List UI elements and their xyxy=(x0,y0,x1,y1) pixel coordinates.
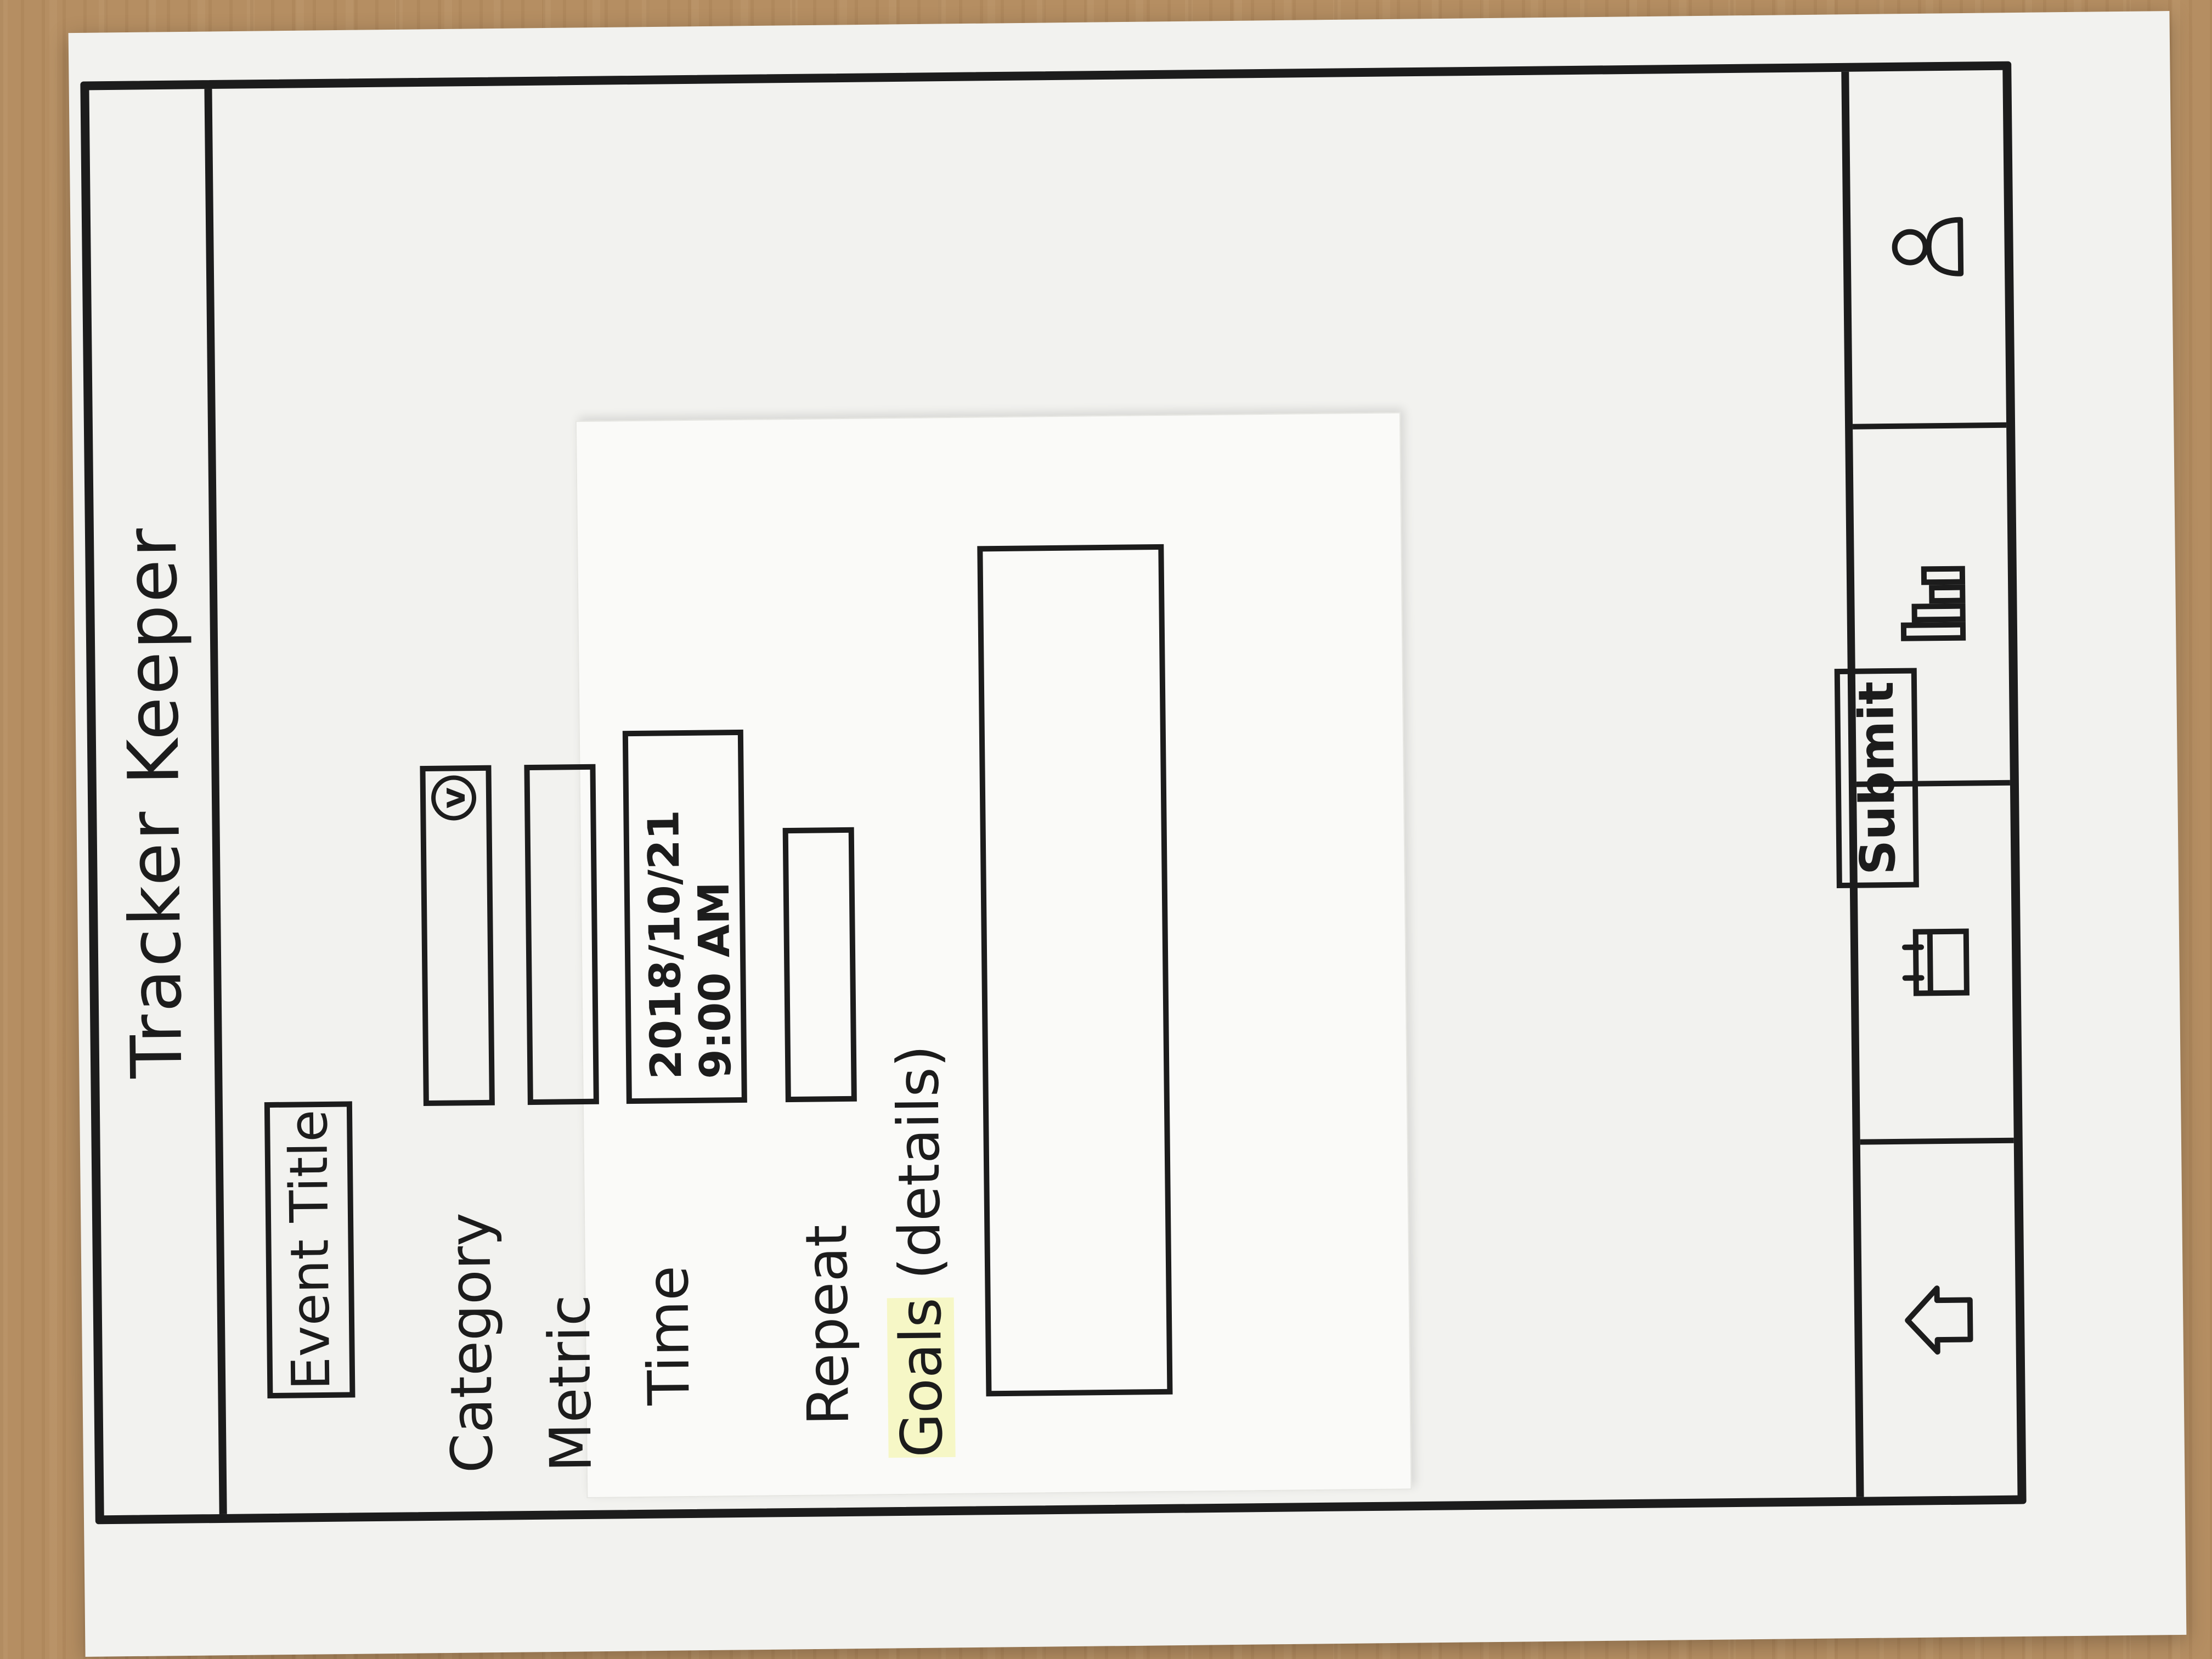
app-title: Tracker Keeper xyxy=(110,526,198,1079)
metric-input[interactable] xyxy=(524,764,599,1105)
category-label: Category xyxy=(436,1212,506,1474)
goals-details-textarea[interactable] xyxy=(977,544,1173,1397)
bottom-nav xyxy=(1841,70,2018,1497)
time-input[interactable]: 2018/10/21 9:00 AM xyxy=(622,729,747,1104)
user-icon xyxy=(1889,211,1966,283)
time-label: Time xyxy=(634,1265,703,1406)
phone-frame: Tracker Keeper Event Title Category v Me… xyxy=(80,61,2027,1525)
nav-item-stats[interactable] xyxy=(1853,427,2010,787)
app-header: Tracker Keeper xyxy=(89,88,227,1516)
time-date: 2018/10/21 xyxy=(639,809,692,1080)
bar-chart-icon xyxy=(1895,563,1968,646)
repeat-input[interactable] xyxy=(782,827,857,1103)
nav-item-home[interactable] xyxy=(1860,1143,2018,1497)
category-dropdown[interactable]: v xyxy=(420,765,495,1107)
goals-label-main: Goals xyxy=(887,1297,956,1458)
nav-item-calendar[interactable] xyxy=(1856,785,2014,1145)
goals-label-detail: (details) xyxy=(884,1045,954,1280)
chevron-down-icon[interactable]: v xyxy=(431,775,477,821)
time-clock: 9:00 AM xyxy=(689,881,741,1079)
screen: Tracker Keeper Event Title Category v Me… xyxy=(89,70,2018,1516)
goals-label: Goals (details) xyxy=(884,1045,956,1458)
nav-item-profile[interactable] xyxy=(1849,70,2007,430)
event-title-field[interactable]: Event Title xyxy=(264,1101,356,1399)
repeat-label: Repeat xyxy=(793,1224,862,1426)
metric-label: Metric xyxy=(535,1294,605,1472)
calendar-icon xyxy=(1899,924,1971,1001)
home-icon xyxy=(1903,1281,1974,1358)
event-title-text: Event Title xyxy=(277,1109,342,1391)
time-value: 2018/10/21 9:00 AM xyxy=(628,735,752,1098)
